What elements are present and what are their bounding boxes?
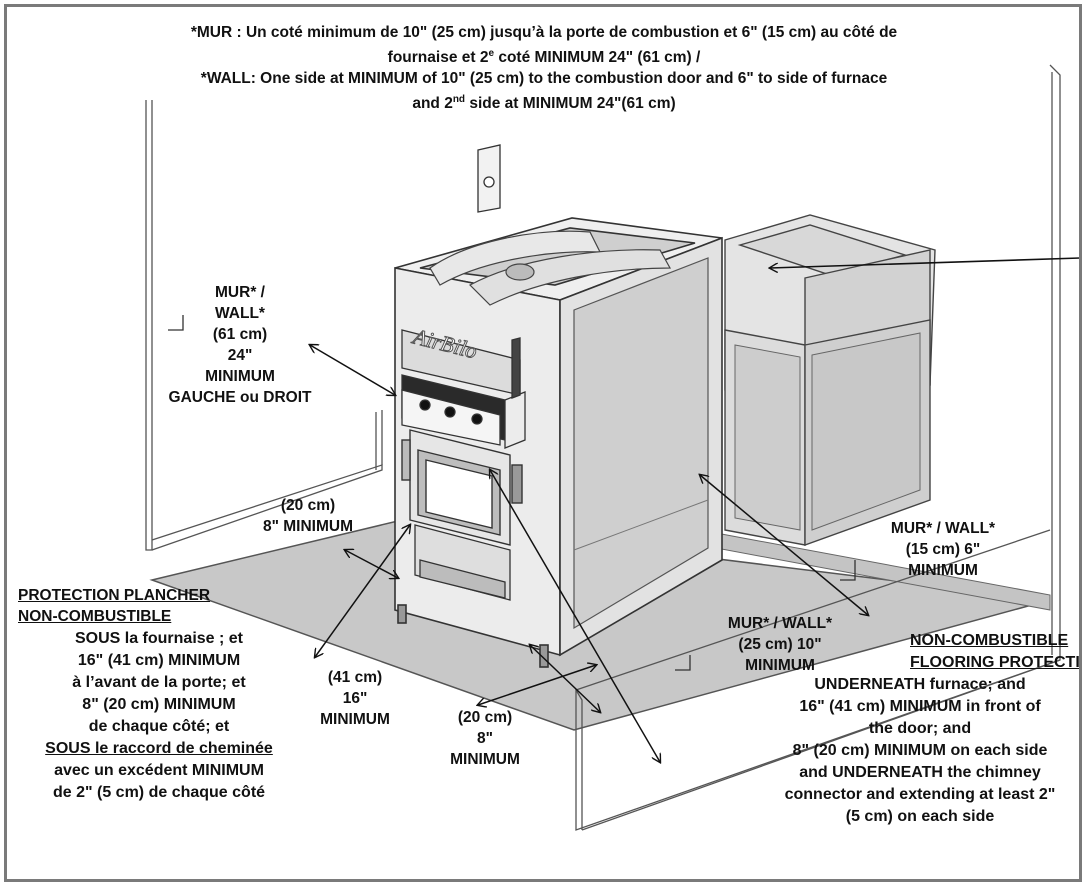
header-line-4-sup: nd [452,94,466,106]
wall-marker-left [168,315,184,331]
label-wall-left-6: GAUCHE ou DROIT [168,389,312,406]
note-floor-protection-fr-body: SOUS la fournaise ; et 16" (41 cm) MINIM… [14,628,304,804]
en-line-6: connector and extending at least 2" [784,786,1056,803]
rear-extension [724,214,936,546]
arrow-wall-left [310,345,395,395]
label-wall-right-1: MUR* / WALL* [890,520,996,537]
flue-bracket [477,144,501,213]
header-line-4: and 2nd side at MINIMUM 24"(61 cm) [20,89,1068,114]
label-wall-right: MUR* / WALL* (15 cm) 6" MINIMUM [868,518,1018,581]
header-line-2b: coté MINIMUM 24" (61 cm) / [494,49,701,67]
top-opening-rollers [429,230,672,306]
header-wall-note: *MUR : Un coté minimum de 10" (25 cm) ju… [20,22,1068,114]
label-front-clearance-2: 16" [342,690,368,707]
fr-line-4: 8" (20 cm) MINIMUM [82,696,236,713]
en-title-2: FLOORING PROTECTION [910,654,1080,671]
label-side-bottom: (20 cm) 8" MINIMUM [430,707,540,770]
left-wall [145,100,383,551]
en-line-1: UNDERNEATH furnace; and [814,676,1026,693]
fr-line-2: 16" (41 cm) MINIMUM [77,652,241,669]
label-side-left-1: (20 cm) [280,497,336,514]
label-wall-right-2: (15 cm) 6" [905,541,981,558]
note-floor-protection-fr: PROTECTION PLANCHER NON-COMBUSTIBLE [18,585,308,627]
en-line-5: and UNDERNEATH the chimney [799,764,1041,781]
header-line-1: *MUR : Un coté minimum de 10" (25 cm) ju… [190,24,898,41]
arrow-rear-extension [770,257,1081,268]
label-wall-right-3: MINIMUM [908,562,978,579]
label-side-left: (20 cm) 8" MINIMUM [248,495,368,537]
note-floor-protection-en-clip: NON-COMBUSTIBLE FLOORING PROTECTION UNDE… [700,630,1080,882]
en-line-4: 8" (20 cm) MINIMUM on each side [792,742,1048,759]
header-line-3: *WALL: One side at MINIMUM of 10" (25 cm… [200,70,888,88]
label-front-clearance-3: MINIMUM [320,711,390,728]
fr-title-1: PROTECTION PLANCHER [18,587,211,604]
header-line-2: fournaise et 2e coté MINIMUM 24" (61 cm)… [20,43,1068,68]
label-wall-front-1: MUR* / WALL* [727,615,833,632]
front-controls [401,329,526,449]
fr-title-2: NON-COMBUSTIBLE [18,608,172,625]
label-wall-front-2: (25 cm) 10" [738,636,822,653]
label-wall-left-2: WALL* [215,305,265,322]
header-line-2a: fournaise et 2 [387,49,489,67]
arrow-front-clear [315,525,410,657]
header-line-4a: and 2 [412,95,453,113]
en-line-3: the door; and [868,720,972,737]
en-line-2: 16" (41 cm) MINIMUM in front of [799,698,1041,715]
label-wall-left-1: MUR* / [215,284,265,301]
label-side-bottom-1: (20 cm) [457,709,513,726]
header-line-4b: side at MINIMUM 24"(61 cm) [465,95,676,113]
label-wall-left-5: MINIMUM [205,368,275,385]
note-floor-protection-en: NON-COMBUSTIBLE FLOORING PROTECTION UNDE… [700,630,1080,828]
label-wall-left-3: (61 cm) [212,326,268,343]
label-wall-left: MUR* / WALL* (61 cm) 24" MINIMUM GAUCHE … [160,282,320,408]
label-wall-front-3: MINIMUM [745,657,815,674]
label-front-clearance: (41 cm) 16" MINIMUM [300,667,410,730]
en-title-1: NON-COMBUSTIBLE [910,632,1069,649]
label-wall-left-4: 24" [227,347,253,364]
fr-line-8: de 2" (5 cm) de chaque côté [52,784,266,801]
fr-line-3: à l’avant de la porte; et [72,674,246,691]
label-side-bottom-3: MINIMUM [450,751,520,768]
wall-marker-front [675,655,691,671]
fr-line-7: avec un excédent MINIMUM [54,762,264,779]
fr-line-6: SOUS le raccord de cheminée [45,740,273,757]
en-line-7: (5 cm) on each side [845,808,995,825]
arrow-bottom-edge [530,645,600,712]
fr-line-5: de chaque côté; et [88,718,230,735]
arrow-front-to-wall [490,470,660,762]
fr-line-1: SOUS la fournaise ; et [74,630,244,647]
label-front-clearance-1: (41 cm) [327,669,383,686]
label-side-bottom-2: 8" [477,730,493,747]
header-line-2-sup: e [488,48,495,59]
label-wall-front: MUR* / WALL* (25 cm) 10" MINIMUM [720,613,840,676]
dimension-arrows [310,345,868,762]
arrow-side-to-wall [700,475,868,615]
label-side-left-2: 8" MINIMUM [262,518,353,535]
